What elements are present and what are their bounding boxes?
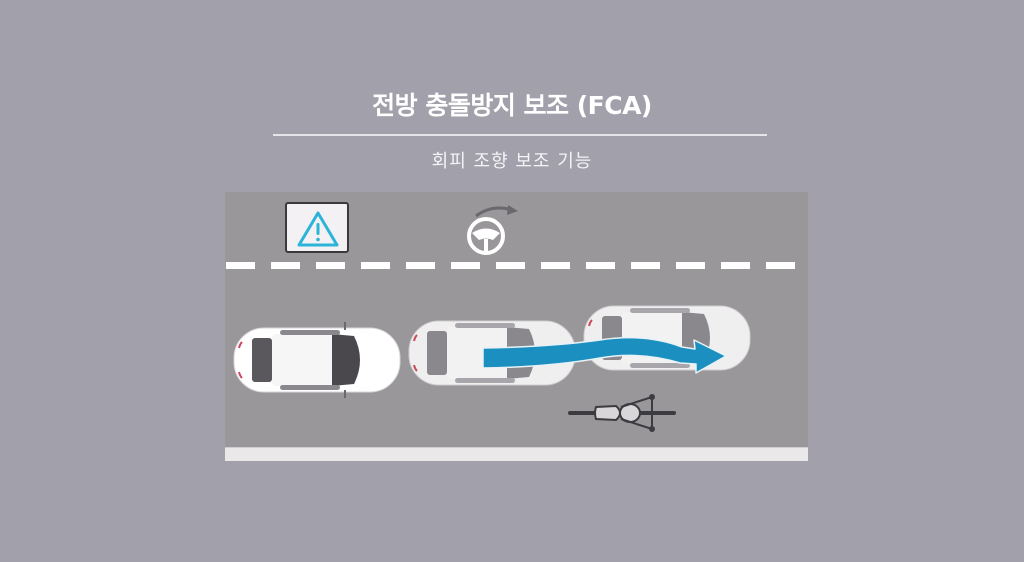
lane-dash: [541, 262, 570, 269]
lane-dash: [451, 262, 480, 269]
steering-wheel-icon: [467, 205, 518, 255]
lane-dash: [496, 262, 525, 269]
lane-dash: [271, 262, 300, 269]
title-divider: [273, 134, 767, 136]
page-title: 전방 충돌방지 보조 (FCA): [372, 91, 652, 120]
lane-dash: [766, 262, 795, 269]
road-curb: [225, 447, 808, 461]
lane-dash: [586, 262, 615, 269]
warning-sign: [285, 202, 349, 253]
lane-dash: [631, 262, 660, 269]
bicycle-icon: [568, 394, 676, 432]
host-car: [233, 322, 401, 398]
warning-triangle-icon: [297, 211, 339, 247]
page-subtitle: 회피 조향 보조 기능: [431, 151, 593, 172]
lane-dashes: [225, 262, 808, 269]
lane-dash: [721, 262, 750, 269]
avoidance-path-arrow: [482, 336, 727, 374]
lane-dash: [406, 262, 435, 269]
lane-dash: [226, 262, 255, 269]
lane-dash: [676, 262, 705, 269]
lane-dash: [361, 262, 390, 269]
lane-dash: [316, 262, 345, 269]
